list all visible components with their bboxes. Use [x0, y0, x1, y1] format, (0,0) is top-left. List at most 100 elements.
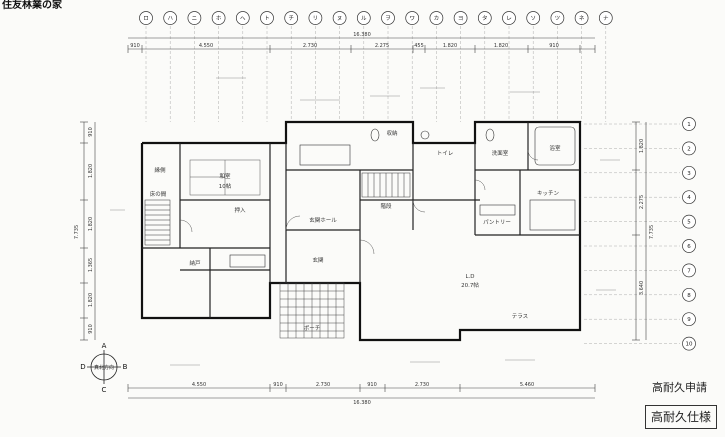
grid-bubble-top	[139, 11, 153, 25]
grid-label-right: 3	[687, 171, 691, 177]
dim-left-segment: 1.365	[88, 258, 94, 272]
dim-top-segment: 1.820	[443, 43, 457, 49]
grid-bubble-right	[682, 336, 696, 351]
compass-south: C	[102, 386, 107, 394]
room-living-dining: L.D	[465, 274, 474, 280]
grid-bubble-top	[356, 11, 371, 25]
grid-bubble-top	[598, 11, 613, 25]
dim-top-segment: 4.550	[199, 43, 213, 49]
grid-bubble-right	[682, 117, 696, 131]
grid-label-right: 6	[687, 244, 691, 250]
room-oshiire: 押入	[234, 206, 246, 214]
room-genkan: 玄関	[312, 256, 324, 264]
grid-bubble-right	[682, 165, 696, 180]
grid-label-right: 9	[687, 317, 691, 323]
dim-bottom-segment: 4.550	[192, 382, 206, 388]
dim-bottom-segment: 910	[273, 382, 283, 388]
grid-label-top: タ	[482, 14, 488, 22]
grid-label-top: レ	[506, 16, 512, 22]
room-washitsu: 和室	[219, 172, 231, 180]
grid-bubble-top	[308, 11, 323, 25]
grid-label-right: 10	[686, 342, 693, 348]
compass-north: A	[102, 342, 107, 350]
grid-label-top: ニ	[192, 15, 198, 22]
dim-right-segment: 2.275	[639, 195, 645, 209]
dim-bottom-segment: 910	[367, 382, 377, 388]
grid-label-top: ネ	[579, 15, 585, 22]
room-kitchen: キッチン	[537, 190, 560, 197]
grid-label-top: ロ	[143, 16, 149, 22]
dim-top-segment: 1.820	[494, 43, 508, 49]
grid-bubble-top	[163, 11, 178, 25]
grid-bubble-top	[187, 11, 202, 25]
grid-bubble-top	[211, 11, 226, 25]
dim-top-total: 16.380	[353, 32, 371, 38]
room-nando: 納戸	[189, 259, 201, 267]
grid-label-top: ル	[361, 16, 367, 22]
dim-bottom-segment: 2.730	[415, 382, 429, 388]
compass-west: D	[80, 363, 85, 371]
grid-bubble-right	[682, 141, 696, 156]
grid-bubble-top	[477, 11, 492, 25]
grid-label-right: 2	[687, 146, 691, 152]
dim-left-segment: 1.820	[88, 164, 94, 178]
room-living-dining-size: 20.7帖	[461, 281, 479, 289]
dim-right-total: 7.735	[649, 225, 655, 239]
dim-left-total: 7.735	[74, 225, 80, 239]
grid-bubble-top	[405, 11, 420, 25]
dim-top-segment: 910	[549, 43, 559, 49]
compass-note: 真北方向	[94, 364, 114, 371]
dim-right-segment: 3.640	[639, 281, 645, 295]
grid-bubble-top	[526, 11, 541, 25]
grid-label-top: ホ	[216, 15, 222, 22]
grid-label-right: 7	[687, 268, 691, 274]
grid-label-top: ヲ	[385, 15, 391, 22]
brand-title: 住友林業の家	[2, 0, 62, 11]
dim-top-segment: 2.730	[303, 43, 317, 49]
grid-bubble-top	[284, 11, 299, 25]
room-washitsu-size: 10帖	[219, 182, 232, 190]
grid-bubble-top	[260, 11, 274, 25]
grid-label-right: 1	[687, 122, 691, 128]
application-stamp: 高耐久申請	[652, 381, 707, 394]
spec-stamp: 高耐久仕様	[645, 405, 717, 429]
grid-label-top: へ	[240, 16, 246, 22]
grid-bubble-top	[502, 11, 516, 25]
grid-label-top: ソ	[530, 16, 536, 22]
grid-bubble-top	[429, 11, 444, 25]
dim-right-segment: 1.820	[639, 139, 645, 153]
dim-bottom-segment: 2.730	[316, 382, 330, 388]
room-tokonoma: 床の間	[150, 190, 167, 198]
grid-bubble-right	[682, 263, 696, 278]
grid-bubble-top	[332, 11, 347, 25]
grid-bubble-top	[381, 11, 395, 25]
compass-east: B	[123, 363, 128, 371]
room-toilet: トイレ	[437, 151, 454, 157]
grid-label-top: ヌ	[337, 15, 343, 22]
room-pantry: パントリー	[483, 219, 511, 226]
grid-label-right: 4	[687, 195, 691, 201]
grid-label-top: リ	[313, 16, 319, 22]
grid-label-top: ナ	[603, 15, 609, 22]
grid-bubble-top	[550, 11, 565, 25]
room-kaidan: 階段	[380, 202, 392, 210]
grid-bubble-right	[682, 239, 696, 253]
grid-label-right: 8	[687, 293, 691, 299]
room-bath: 浴室	[549, 144, 561, 152]
dim-top-segment: 2.275	[375, 43, 389, 49]
dim-bottom-total: 16.380	[353, 400, 371, 406]
grid-bubble-right	[682, 287, 696, 302]
dim-left-segment: 1.820	[88, 293, 94, 307]
dim-left-segment: 910	[88, 324, 94, 334]
grid-bubble-top	[453, 11, 468, 25]
dim-left-segment: 1.820	[88, 217, 94, 231]
grid-bubble-right	[682, 190, 696, 205]
grid-bubble-right	[682, 214, 696, 229]
grid-label-top: ハ	[167, 16, 173, 22]
grid-label-top: ワ	[409, 15, 415, 22]
grid-label-top: ヨ	[458, 15, 464, 22]
room-terrace: テラス	[512, 313, 528, 320]
room-washroom: 洗面室	[492, 149, 509, 157]
dim-top-segment: 455	[414, 43, 424, 49]
